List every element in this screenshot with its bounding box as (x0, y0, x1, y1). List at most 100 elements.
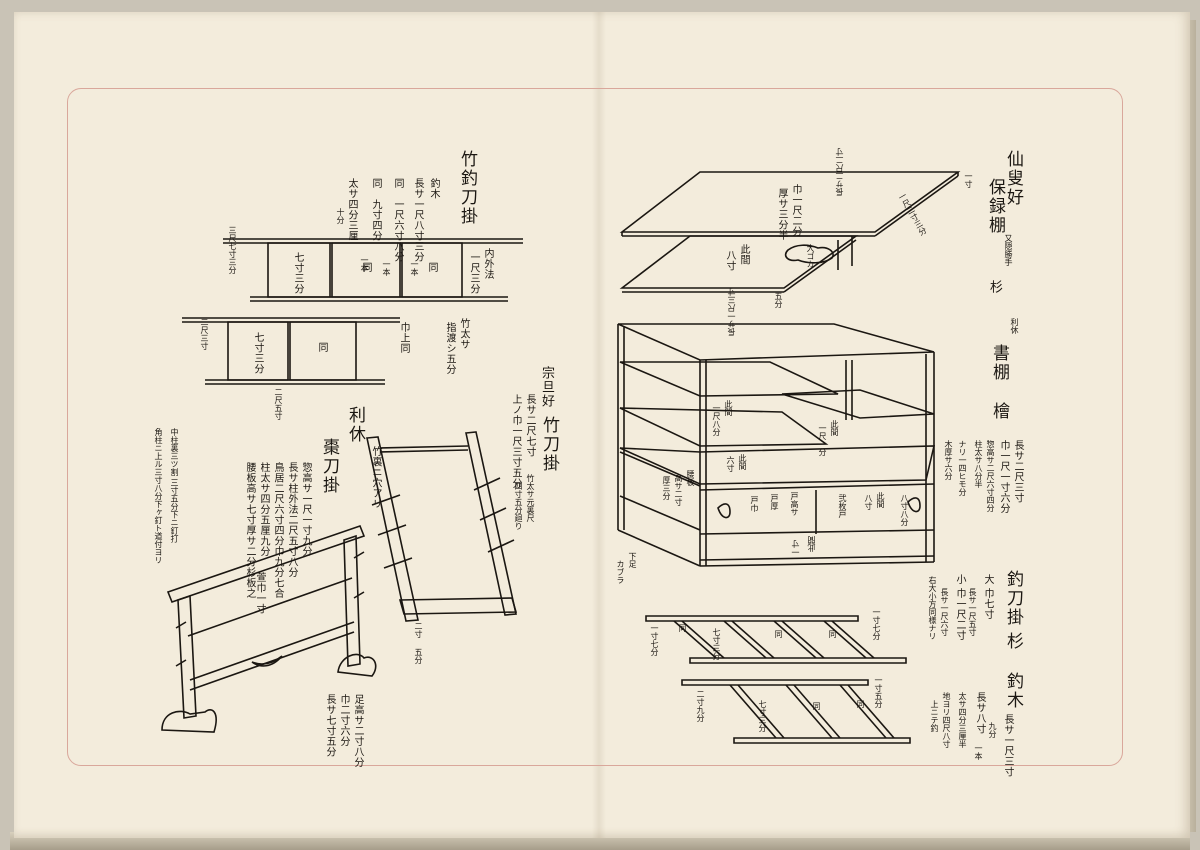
shelf-base-label-2: 一寸 (791, 540, 800, 556)
tsurigi-spec-6: 地ヨリ四尺八寸 (942, 692, 951, 748)
shelf-spec-3: 惣高サ二尺六寸四分 (986, 440, 995, 512)
rack-dim-mark-1: 一寸七分 (872, 608, 881, 640)
second-board-label-2: 八寸 (724, 250, 735, 271)
bamboo-dim-mark-1: 三尺七寸三分 (228, 226, 237, 274)
rikyu-shelf-material: 檜 (989, 402, 1009, 421)
sotan-note-2: 四寸五分廻り (514, 482, 523, 530)
hanging-rack-spec-2: 長サ一尺五寸 (968, 588, 977, 636)
rikyu-bookshelf-drawing (618, 324, 934, 566)
rikyu-spec-3: 鳥居二尺六寸四分巾九分七合 (272, 462, 283, 599)
top-board-spec-2: 厚サ三分半 (776, 188, 787, 241)
rikyu-spec-2: 長サ柱外法二尺五寸八分 (286, 462, 297, 578)
open-book-page (14, 12, 1190, 838)
title-sensou: 仙叟好 (1003, 150, 1023, 207)
bamboo-side-note-3: 巾上同 (398, 322, 409, 354)
title-rikyu-rack: 棗刀掛 (319, 438, 339, 495)
rack-dim-mark-2: 一寸七分 (650, 624, 659, 656)
rack-upper-label-1: 七寸三分 (712, 628, 721, 660)
bamboo-lower-cell-2: 同 (316, 342, 327, 353)
shelf-inner-label-1: 此間 (724, 400, 733, 416)
shelf-base-label-3: 下足 (628, 552, 637, 568)
shelf-base-label-1: 此間 (807, 536, 816, 552)
printed-border-frame (67, 88, 1123, 766)
tsurigi-spec-2: 九分 (988, 722, 997, 738)
bamboo-dim-mark-3: 二尺三寸 (200, 318, 209, 350)
rikyu-foot-spec-1: 足高サ二寸八分 (352, 694, 363, 768)
shelf-inner-label-3: 此間 (830, 420, 839, 436)
title-rikyu-shelf-prefix: 利休 (1010, 318, 1019, 334)
shelf-base-label-4: カブラ (616, 560, 625, 584)
shelf-badge: 大ゴカ (806, 244, 815, 268)
shelf-inner-label-7: 此間 (876, 492, 885, 508)
bamboo-lower-cell-1: 七寸三分 (252, 332, 263, 374)
book-gutter (592, 12, 606, 838)
rikyu-side-note-2: 角柱ニ上ル三寸八分下ヶ釘ト道付ヨリ (154, 428, 163, 564)
bamboo-spec-5: 一本 (382, 260, 391, 276)
bamboo-rack-upper-drawing (223, 239, 523, 301)
hanging-rack-spec-4: 長サ一尺六寸 (940, 588, 949, 636)
rack-dim-mark-3: 二寸九分 (696, 690, 705, 722)
shelf-spec-4: 柱太サ八分半 (974, 440, 983, 488)
bamboo-dim-mark-2: 二尺五寸 (274, 388, 283, 420)
shelf-door-label-6: 戸巾 (750, 496, 759, 512)
shelf-inner-label-2: 一尺八分 (712, 404, 721, 436)
shelf-door-label-5: 戸厚 (770, 494, 779, 510)
rack-upper-label-4: 同 (678, 624, 687, 632)
rack-upper-label-3: 同 (828, 630, 837, 638)
shelf-door-label-3: 厚三分 (662, 476, 671, 500)
bamboo-spec-9: 十分 (336, 208, 345, 224)
rikyu-foot-spec-3: 長サ七寸五分 (324, 694, 335, 757)
hanging-rack-spec-1: 大 巾七寸 (982, 574, 993, 620)
bamboo-spec-6: 同 九寸四分 (370, 178, 381, 241)
top-board-spec-1: 巾一尺二分 (790, 184, 801, 237)
tsurigi-spec-5: 太サ四分三厘半 (958, 692, 967, 748)
hanging-rack-spec-3: 小 巾一尺二寸 (954, 574, 965, 641)
sensou-second-board-drawing (622, 236, 856, 292)
sensou-subtitle: 又隠勝手 (1004, 234, 1013, 266)
sotan-pole-label: 竹裏ニ穴アリ (370, 446, 381, 509)
bamboo-spec-2: 長サ一尺八寸三分 (412, 178, 423, 262)
top-board-mark-1: 長サ二尺二寸 (835, 148, 844, 196)
shelf-spec-5: ナリ一四ヒモ分 (958, 440, 967, 496)
title-hanging-rack: 釣刀掛 (1003, 570, 1023, 627)
shelf-door-label-1: 腰板 (686, 470, 695, 486)
rikyu-spec-5: 腰板高サ七寸厚サ二分杉板之 (244, 462, 255, 599)
rikyu-spec-4: 柱太サ四分五厘九分 (258, 462, 269, 557)
bamboo-note-inner: 内外法 (482, 248, 493, 280)
second-board-label-1: 此間 (738, 244, 749, 265)
bamboo-upper-cell-2: 同 (360, 262, 371, 273)
bamboo-upper-cell-3: 同 (426, 262, 437, 273)
bamboo-upper-cell-1: 七寸三分 (292, 252, 303, 294)
title-rikyu-shelf: 書棚 (989, 344, 1009, 382)
shelf-inner-label-8: 八寸 (864, 494, 873, 510)
title-tsurigi: 釣木 (1003, 672, 1023, 710)
tsurigi-spec-7: 上ニテ釣 (930, 700, 939, 732)
sotan-note-1: 竹太サ元裏尺 (526, 474, 535, 522)
shelf-spec-2: 巾一尺一寸六分 (998, 440, 1009, 514)
sotan-spec-1: 長サ二尺七寸 (524, 394, 535, 457)
shelf-inner-label-6: 六寸 (726, 456, 735, 472)
shelf-spec-1: 長サ二尺三寸 (1012, 440, 1023, 503)
bamboo-note-length: 一尺三分 (468, 252, 479, 294)
bamboo-side-note-1: 竹太サ (458, 318, 469, 350)
sotan-spec-2: 上ノ巾一尺三寸五分 (510, 394, 521, 489)
title-sotan: 宗旦好 (539, 366, 554, 408)
bamboo-spec-7: 一本 (360, 256, 369, 272)
bamboo-spec-3: 一本 (410, 260, 419, 276)
bamboo-spec-1: 釣木 (428, 178, 439, 199)
shelf-door-label-7: 弐枚戸 (838, 494, 847, 518)
rikyu-spec-1: 惣高サ一尺一寸九分 (300, 462, 311, 557)
rikyu-panel-label: 萱巾一寸 (254, 572, 265, 614)
bamboo-rack-lower-drawing (182, 318, 400, 384)
sotan-rack-drawing (367, 432, 516, 621)
sensou-material: 杉 (987, 280, 1002, 294)
hanging-rack-material: 杉 (1003, 632, 1023, 651)
hanging-rack-spec-5: 右大小方同様ナリ (928, 576, 937, 640)
second-board-mark-2: 五分 (774, 292, 783, 308)
bamboo-spec-4: 同 一尺六寸八分 (392, 178, 403, 262)
rack-lower-label-3: 同 (856, 700, 865, 708)
hanging-rack-lower-drawing (682, 680, 910, 743)
rack-lower-label-2: 同 (812, 702, 821, 710)
